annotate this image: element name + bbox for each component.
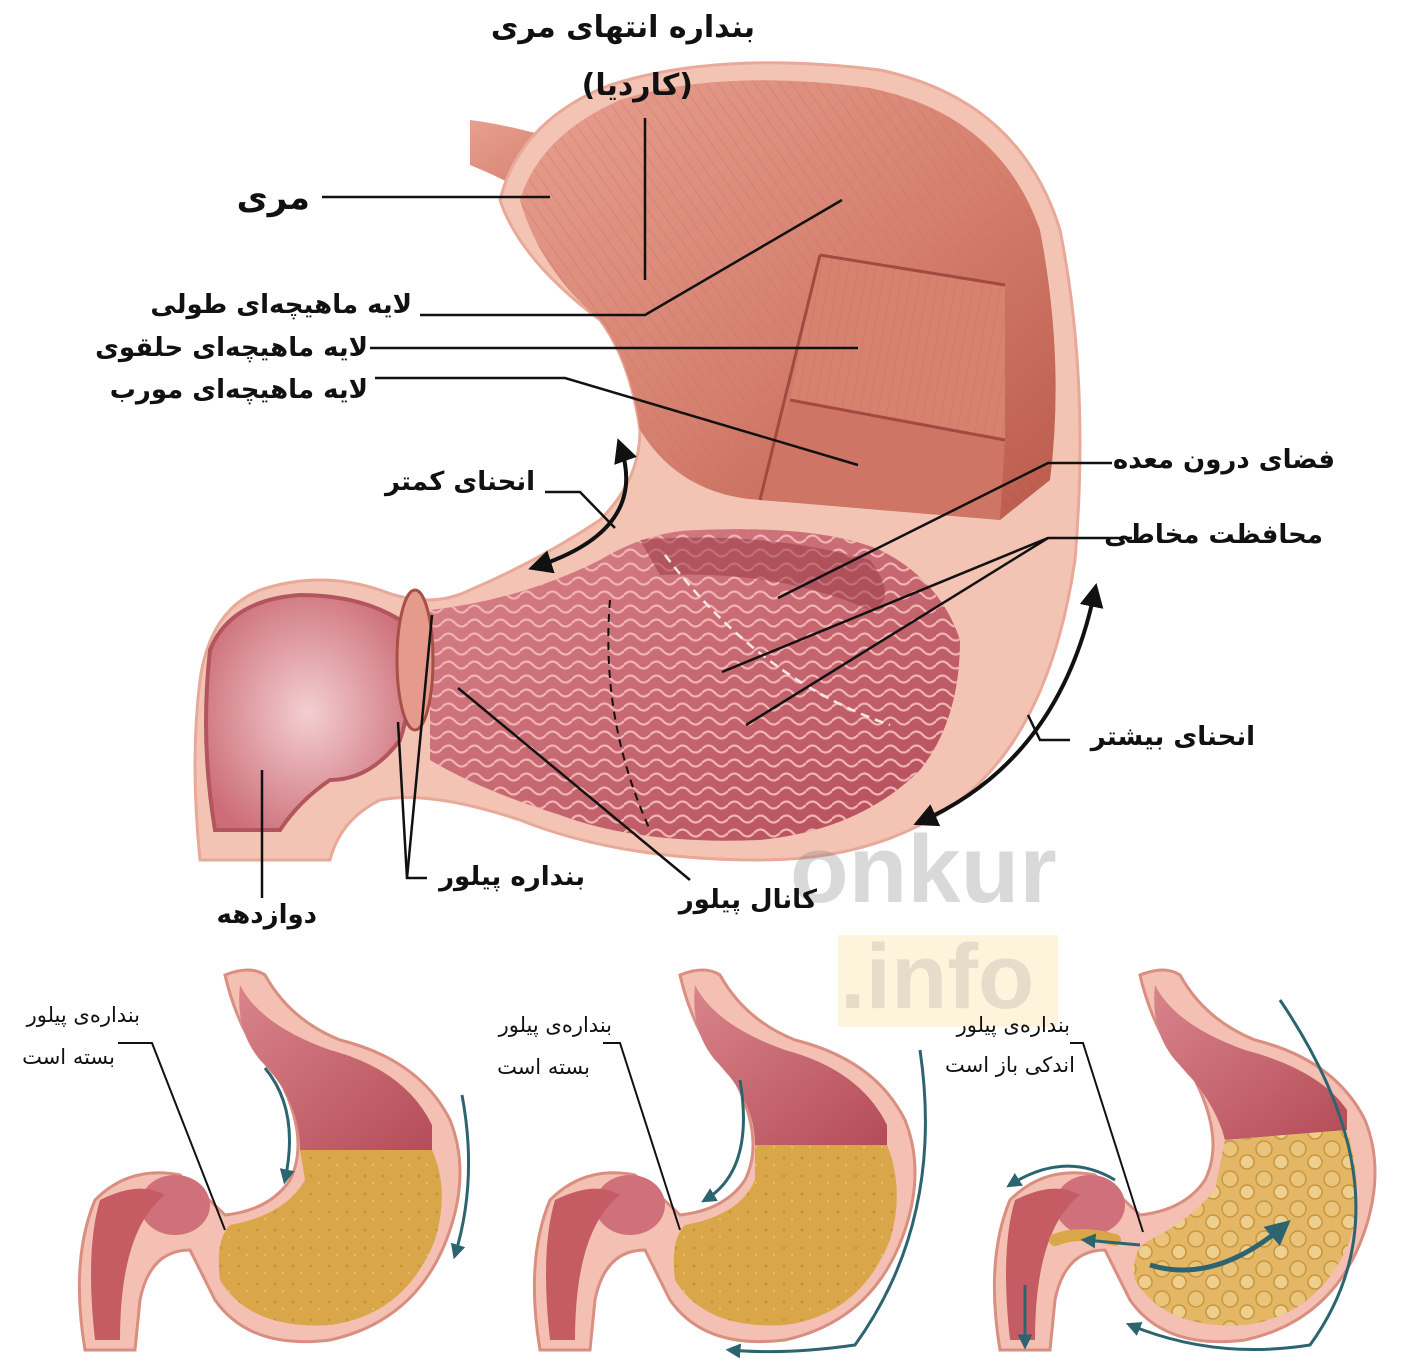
label-longitudinal-layer: لایه ماهیچه‌ای طولی <box>150 290 412 320</box>
label-circular-layer: لایه ماهیچه‌ای حلقوی <box>95 333 368 363</box>
label-oblique-layer: لایه ماهیچه‌ای مورب <box>110 375 368 405</box>
label-mucosal-folds: محافظت مخاطی <box>1104 520 1323 550</box>
label-stomach-lumen: فضای درون معده <box>1113 445 1335 475</box>
stage-1-label-line2: بسته است <box>22 1045 115 1069</box>
stage-2-label-line2: بسته است <box>497 1055 590 1079</box>
stage-2-label-line1: بنداره‌ی پیلور <box>499 1013 612 1037</box>
stage-1-label-line1: بنداره‌ی پیلور <box>27 1003 140 1027</box>
label-pyloric-sphincter: بنداره پیلور <box>439 862 585 892</box>
stage-3-label-line2: اندکی باز است <box>945 1053 1075 1077</box>
stage-3-label-line1: بنداره‌ی پیلور <box>957 1013 1070 1037</box>
label-les-cardia: (کاردیا) <box>582 68 693 103</box>
label-duodenum: دوازدهه <box>216 900 317 930</box>
label-les-sphincter: بنداره انتهای مری <box>491 10 755 45</box>
main-stomach <box>195 63 1080 860</box>
label-greater-curvature: انحنای بیشتر <box>1091 722 1255 752</box>
label-pyloric-canal: کانال پیلور <box>679 885 817 915</box>
stage-1-diagram <box>79 970 468 1350</box>
label-esophagus: مری <box>237 178 310 218</box>
label-lesser-curvature: انحنای کمتر <box>385 467 535 497</box>
